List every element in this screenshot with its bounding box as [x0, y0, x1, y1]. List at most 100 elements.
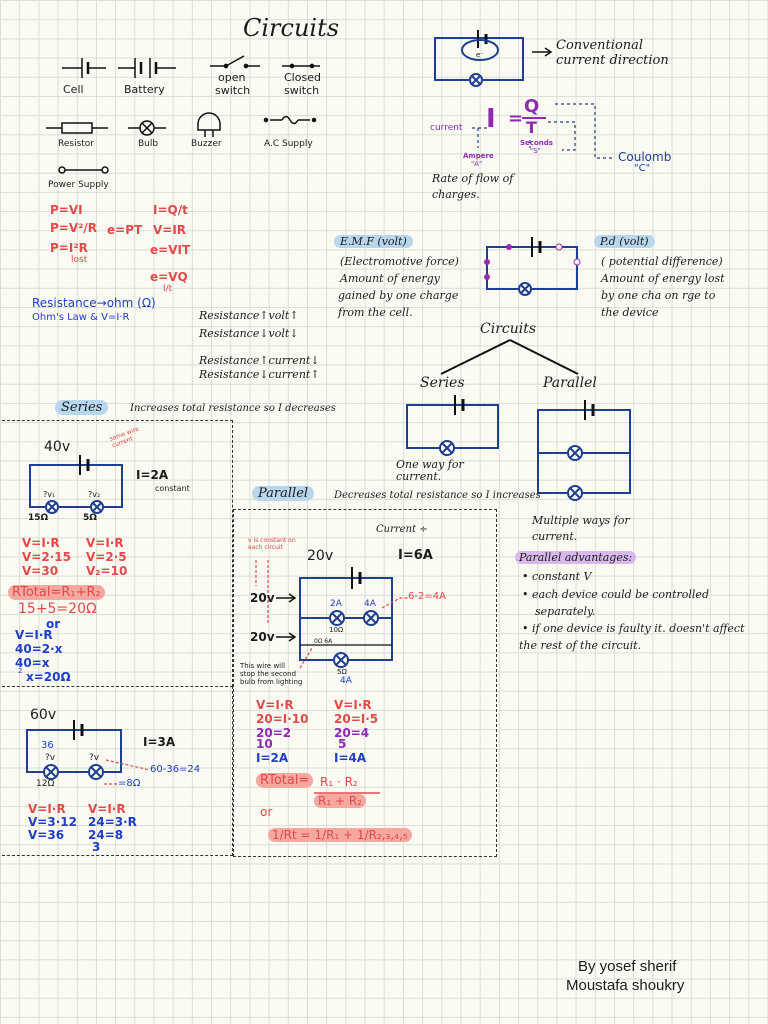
parallel-adv-title: Parallel advantages: — [515, 551, 637, 564]
formula-lost-note: lost — [71, 255, 88, 265]
parallel-adv-item-2: • each device could be controlled — [522, 588, 709, 601]
charge-eq-sign: = — [508, 108, 524, 129]
parallel-i3: 4A — [340, 676, 352, 686]
relation-2: Resistance↓volt↓ — [199, 327, 299, 340]
series-section-border — [2, 420, 233, 687]
series-ex2-left-2: V=3·12 — [28, 815, 77, 829]
formula-p-vi: P=VI — [50, 203, 83, 217]
parallel-adv-item-1: • constant V — [522, 570, 592, 583]
resistor-symbol — [46, 122, 108, 134]
series-ex2-left-1: V=I·R — [28, 802, 66, 816]
parallel-diff: 6-2=4A — [408, 591, 446, 602]
parallel-current-note: Current ÷ — [376, 524, 428, 535]
series-section-desc: Increases total resistance so I decrease… — [130, 403, 336, 414]
parallel-adv-item-2b: separately. — [535, 605, 596, 618]
series-desc-2: current. — [396, 470, 442, 483]
emf-line-3: gained by one charge — [338, 289, 459, 302]
series-ex2-left-3: V=36 — [28, 828, 65, 842]
parallel-adv-item-3: • if one device is faulty it. doesn't af… — [522, 622, 745, 635]
series-ex1-right-2: V=2·5 — [86, 550, 127, 564]
ampere-unit: "A" — [471, 160, 483, 168]
open-switch-symbol — [210, 55, 260, 69]
series-section-border-2 — [2, 686, 233, 856]
parallel-wire-note-1: This wire will — [240, 662, 286, 670]
parallel-wire-note-3: bulb from lighting — [240, 678, 303, 686]
pd-tag: P.d (volt) — [594, 235, 655, 248]
parallel-desc-1: Multiple ways for — [532, 514, 630, 527]
parallel-rtotal-den: R₁ + R₂ — [314, 794, 366, 808]
series-alt-4: 2 — [18, 667, 23, 675]
parallel-right-2: 20=I·5 — [334, 712, 379, 726]
formula-e-pt: e=PT — [107, 223, 143, 237]
buzzer-label: Buzzer — [191, 139, 222, 149]
series-ex1-v1: ?v₁ — [43, 490, 56, 499]
closed-switch-label-1: Closed — [284, 71, 321, 84]
parallel-adv-item-1-text: constant V — [532, 570, 592, 583]
parallel-adv-item-3-text: if one device is faulty it. doesn't affe… — [532, 622, 745, 635]
electron-label: e⁻ — [476, 51, 485, 59]
formula-p-i2r: P=I²R — [50, 241, 88, 255]
series-ex1-r2: 5Ω — [83, 513, 97, 523]
battery-symbol — [118, 58, 176, 78]
open-switch-label-2: switch — [215, 84, 251, 97]
series-tag: Series — [55, 400, 109, 415]
emf-line-4: from the cell. — [338, 306, 413, 319]
series-ex1-left-1: V=I·R — [22, 536, 60, 550]
emf-pd-circuit — [486, 237, 578, 296]
charge-eq-q: Q — [524, 96, 540, 117]
charge-desc-2: charges. — [432, 188, 480, 201]
ac-supply-symbol — [263, 115, 317, 125]
page-title: Circuits — [243, 14, 340, 42]
battery-label: Battery — [124, 83, 165, 96]
pd-line-4: the device — [601, 306, 659, 319]
parallel-left-1: V=I·R — [256, 698, 294, 712]
series-rtotal: RTotal=R₁+R₂ — [8, 585, 105, 600]
parallel-right-1: V=I·R — [334, 698, 372, 712]
resistor-label: Resistor — [58, 139, 94, 149]
relation-1: Resistance↑volt↑ — [199, 309, 299, 322]
parallel-vconst-note: v is constant on each circuit — [248, 537, 296, 551]
series-ex1-v2: ?v₂ — [88, 490, 101, 499]
series-ex1-current: I=2A — [136, 468, 169, 482]
series-ex2-r2: =8Ω — [118, 778, 141, 789]
conventional-circuit — [434, 30, 524, 87]
series-ex1-right-1: V=I·R — [86, 536, 124, 550]
series-alt-3: 40=x — [15, 656, 50, 670]
ac-supply-label: A.C Supply — [264, 139, 313, 149]
emf-line-1: (Electromotive force) — [340, 255, 459, 268]
parallel-i1: 2A — [330, 599, 342, 609]
series-ex2-r1: 12Ω — [36, 779, 55, 789]
parallel-r3: 5Ω — [337, 668, 347, 676]
parallel-current: I=6A — [398, 548, 433, 563]
series-ex2-diff: 60-36=24 — [150, 764, 201, 775]
cell-symbol — [62, 58, 106, 78]
seconds-label: Seconds — [520, 139, 553, 147]
series-ex2-v1q: ?v — [45, 753, 56, 763]
series-example1-circuit — [29, 455, 123, 514]
relation-4: Resistance↓current↑ — [199, 368, 320, 381]
parallel-left-3: 20=2 — [256, 726, 292, 740]
emf-tag: E.M.F (volt) — [334, 235, 413, 248]
parallel-rtotal: RTotal= — [256, 773, 314, 788]
series-ex1-voltage: 40v — [44, 439, 71, 455]
parallel-left-4: 10 — [256, 737, 273, 751]
parallel-inverse: 1/Rt = 1/R₁ + 1/R₂,₃,₄,₅ — [268, 828, 412, 842]
series-ex2-voltage: 60v — [30, 707, 57, 723]
parallel-left-2: 20=I·10 — [256, 712, 309, 726]
parallel-r1: 10Ω — [329, 626, 344, 634]
series-example2-circuit — [26, 720, 122, 780]
open-switch-label-1: open — [218, 71, 246, 84]
series-ex2-right-3: 24=8 — [88, 828, 124, 842]
conventional-label-2: current direction — [556, 53, 669, 68]
power-supply-symbol — [58, 166, 109, 174]
cell-label: Cell — [63, 83, 84, 96]
emf-line-2: Amount of energy — [340, 272, 440, 285]
parallel-section-desc: Decreases total resistance so I increase… — [334, 490, 541, 501]
parallel-tag: Parallel — [252, 486, 315, 501]
parallel-left-5: I=2A — [256, 751, 289, 765]
series-ex1-right-3: V₂=10 — [86, 564, 128, 578]
pd-line-1: ( potential difference) — [601, 255, 723, 268]
current-label: current — [430, 123, 463, 133]
parallel-rtotal-num: R₁ · R₂ — [320, 775, 358, 789]
